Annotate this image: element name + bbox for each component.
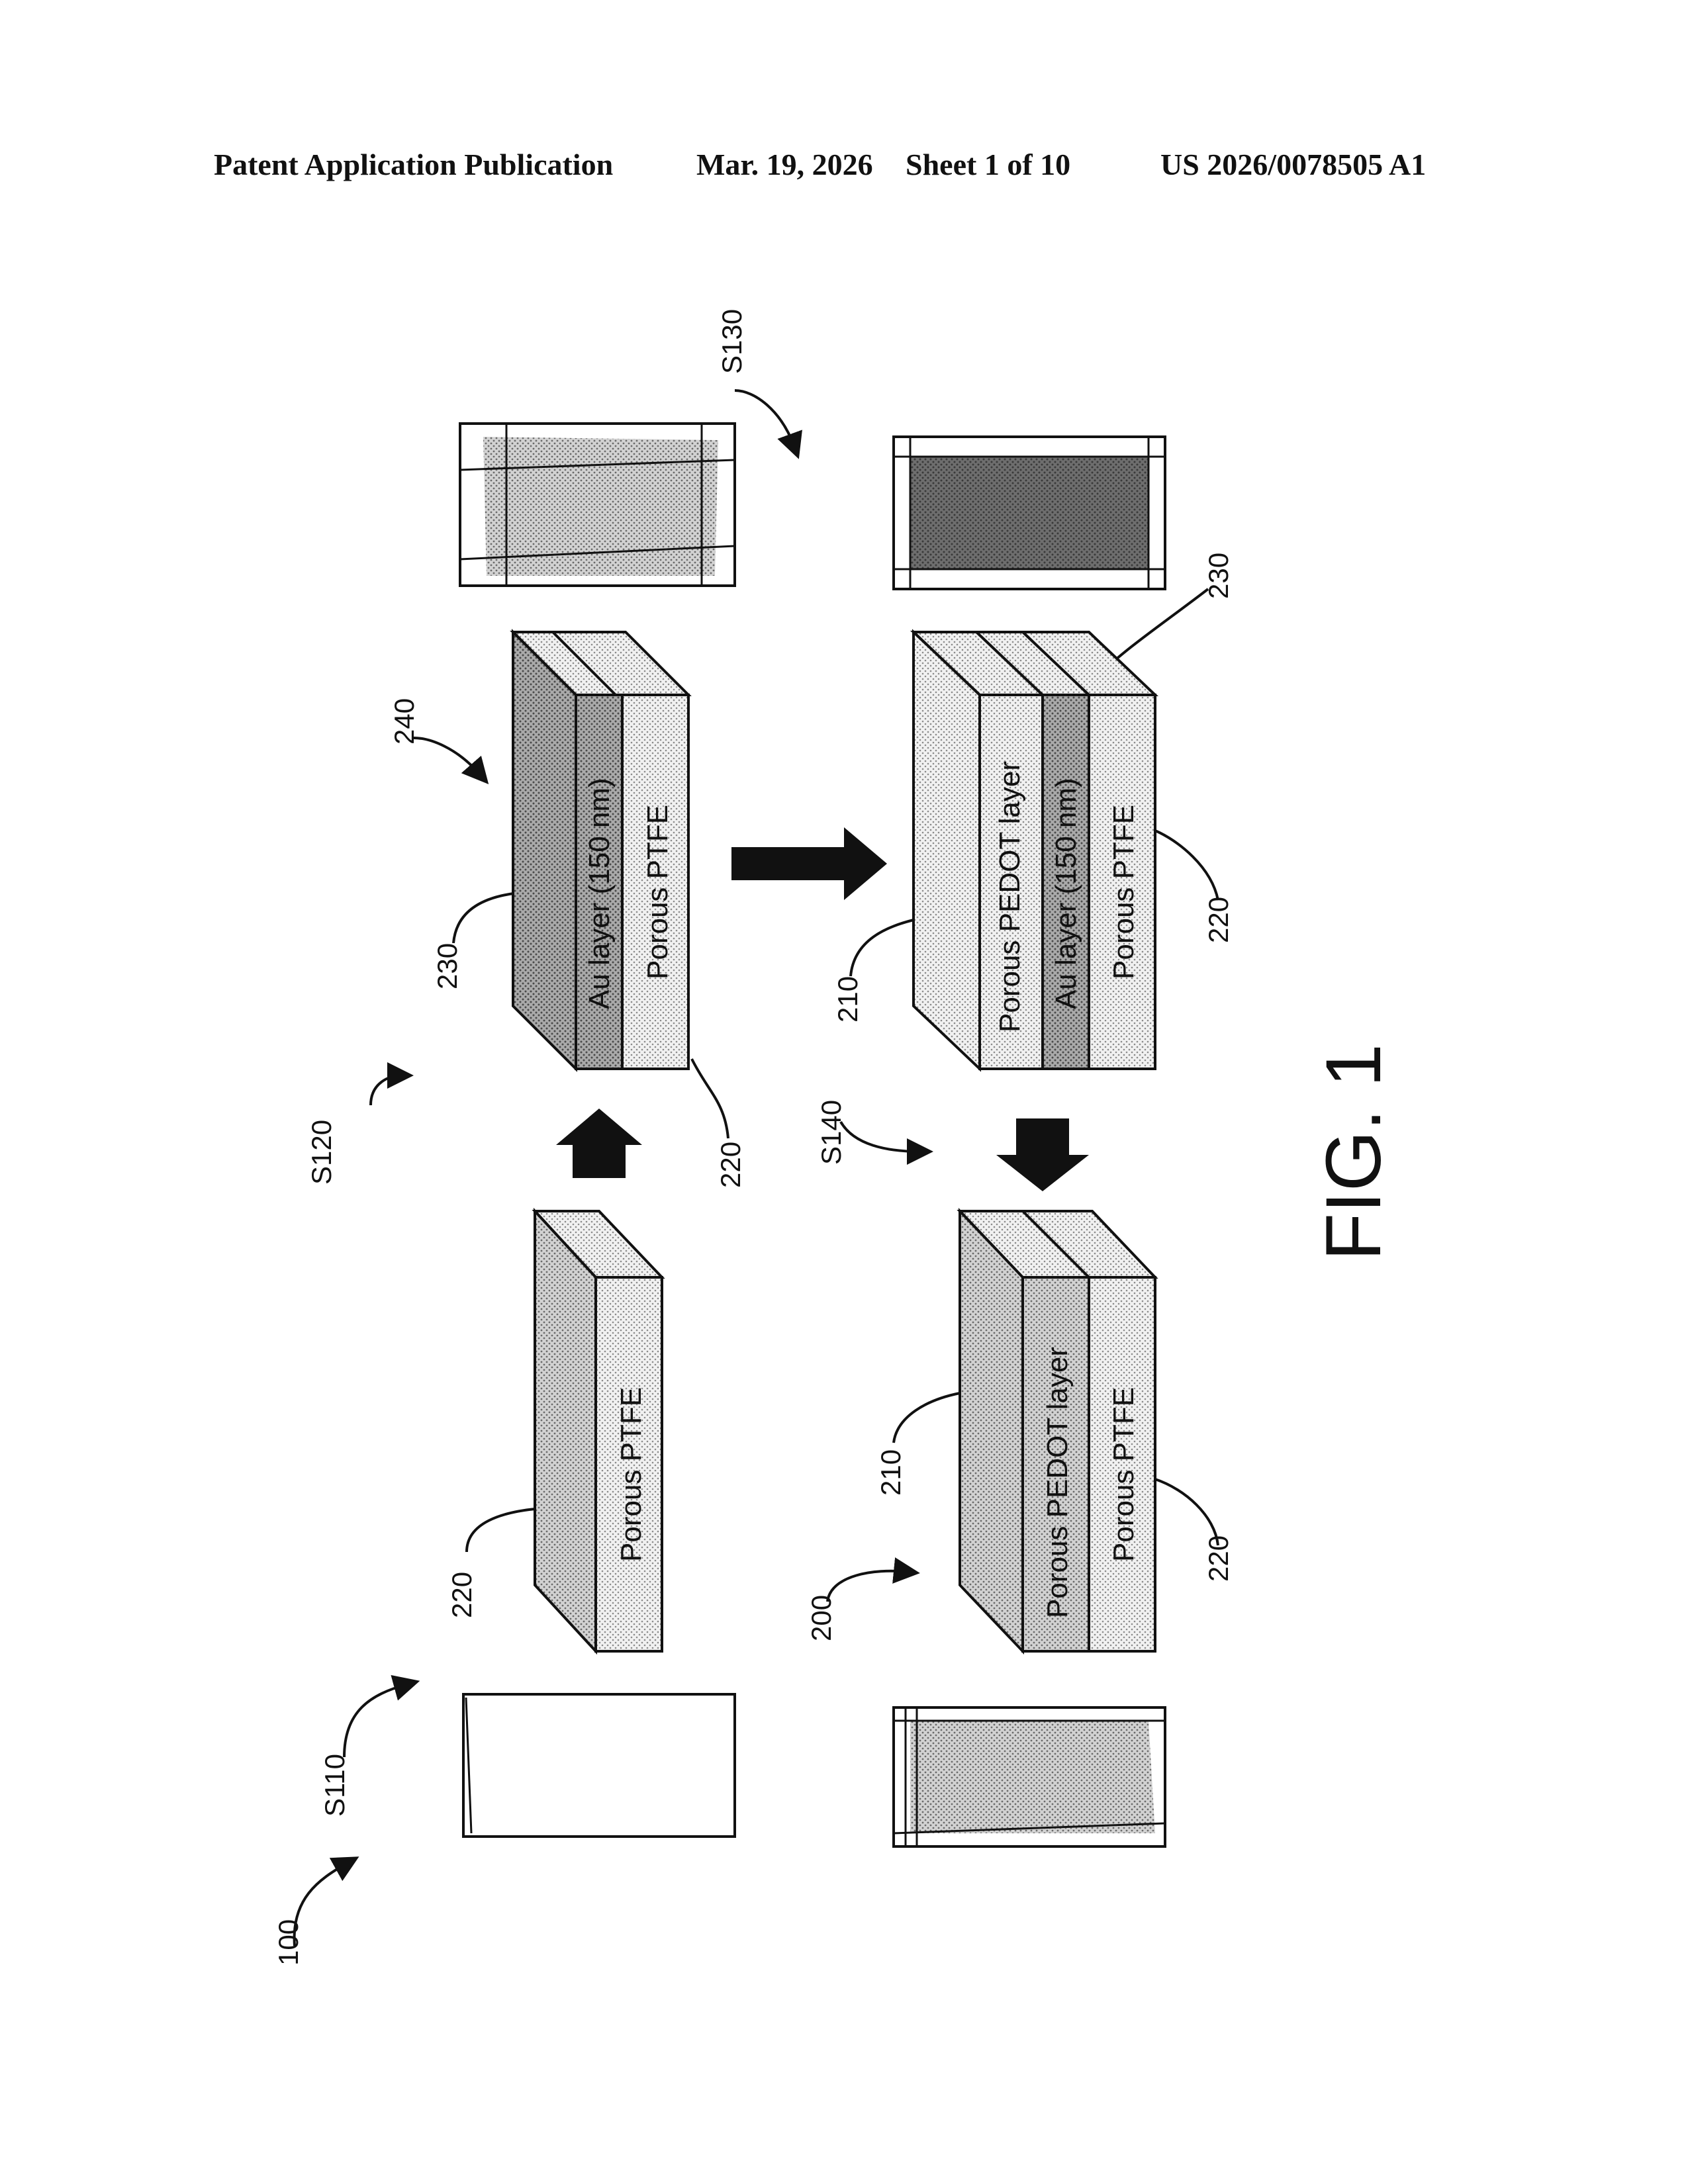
layer-label-au-1: Au layer (150 nm) xyxy=(583,778,616,1009)
arrow-right xyxy=(731,827,887,900)
film-pedot-dark-sheet xyxy=(894,437,1165,589)
ref-220-a-label: 220 xyxy=(446,1572,477,1618)
ref-240-label: 240 xyxy=(389,698,420,745)
ref-240: 240 xyxy=(389,698,480,774)
ref-220-d-label: 220 xyxy=(1203,1535,1234,1582)
block-au-on-ptfe: Au layer (150 nm) Porous PTFE xyxy=(513,632,688,1069)
ref-s120: S120 xyxy=(306,1075,400,1185)
ref-s140-label: S140 xyxy=(816,1100,847,1165)
ref-100: 100 xyxy=(273,1863,348,1966)
block-porous-ptfe: Porous PTFE xyxy=(535,1211,662,1651)
ref-s130-label: S130 xyxy=(716,309,747,374)
block-pedot-au-ptfe: Porous PEDOT layer Au layer (150 nm) Por… xyxy=(914,632,1155,1069)
ref-210-a: 210 xyxy=(832,920,914,1023)
film-au-ptfe-sheet xyxy=(460,424,735,586)
layer-label-ptfe-4: Porous PTFE xyxy=(1107,1387,1140,1562)
ref-230-a-label: 230 xyxy=(432,943,463,989)
ref-200: 200 xyxy=(806,1571,907,1641)
ref-s120-label: S120 xyxy=(306,1120,337,1185)
ref-220-c: 220 xyxy=(1155,831,1234,943)
ref-200-label: 200 xyxy=(806,1595,837,1641)
ref-220-c-label: 220 xyxy=(1203,897,1234,943)
ref-s140: S140 xyxy=(816,1100,920,1165)
film-pedot-ptfe-sheet xyxy=(894,1707,1165,1846)
layer-label-ptfe-1: Porous PTFE xyxy=(615,1387,647,1562)
layer-label-ptfe-2: Porous PTFE xyxy=(641,805,674,979)
ref-220-b-label: 220 xyxy=(715,1142,746,1188)
ref-s110-label: S110 xyxy=(319,1754,350,1817)
layer-label-ptfe-3: Porous PTFE xyxy=(1107,805,1140,979)
ref-230-a: 230 xyxy=(432,893,514,989)
ref-220-b: 220 xyxy=(692,1059,746,1188)
block-pedot-on-ptfe: Porous PEDOT layer Porous PTFE xyxy=(960,1211,1155,1651)
blank-substrate-sheet xyxy=(463,1694,735,1837)
layer-label-pedot-1: Porous PEDOT layer xyxy=(994,761,1026,1032)
layer-label-pedot-2: Porous PEDOT layer xyxy=(1041,1347,1074,1618)
layer-label-au-2: Au layer (150 nm) xyxy=(1050,778,1082,1009)
ref-100-label: 100 xyxy=(273,1919,304,1966)
figure-caption: FIG. 1 xyxy=(1310,1044,1397,1261)
ref-210-b: 210 xyxy=(875,1393,960,1496)
ref-220-a: 220 xyxy=(446,1509,535,1618)
ref-230-b-label: 230 xyxy=(1203,553,1234,599)
ref-210-a-label: 210 xyxy=(832,976,863,1023)
ref-220-d: 220 xyxy=(1155,1479,1234,1582)
ref-210-b-label: 210 xyxy=(875,1449,906,1496)
arrow-down xyxy=(996,1118,1089,1191)
ref-s110: S110 xyxy=(319,1684,407,1817)
arrow-up xyxy=(556,1109,642,1178)
